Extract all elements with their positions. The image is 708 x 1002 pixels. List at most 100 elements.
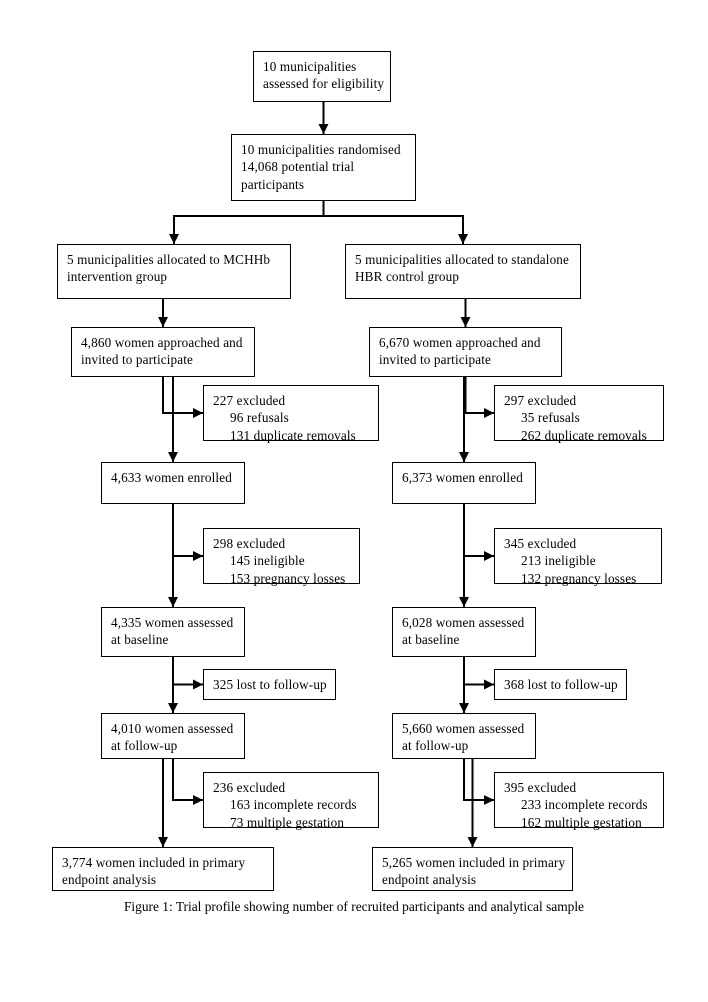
connector-polyline bbox=[463, 504, 494, 557]
flow-box-baseline-left: 4,335 women assessed at baseline bbox=[101, 607, 245, 657]
flow-box-line: at follow-up bbox=[402, 738, 469, 754]
flow-box-enrolled-right: 6,373 women enrolled bbox=[392, 462, 536, 504]
flow-box-alloc-intervention: 5 municipalities allocated to MCHHb inter… bbox=[57, 244, 291, 299]
flow-box-line: assessed for eligibility bbox=[263, 76, 385, 92]
flow-box-line: 6,670 women approached and bbox=[379, 335, 541, 350]
flow-box-line: 5,265 women included in primary bbox=[382, 855, 566, 870]
flow-box-line: endpoint analysis bbox=[382, 872, 477, 888]
arrowhead-right bbox=[484, 795, 494, 805]
arrowhead-down bbox=[460, 317, 471, 327]
arrowhead-right bbox=[484, 679, 494, 690]
connector-polyline bbox=[463, 657, 494, 686]
flow-box-approached-left: 4,860 women approached and invited to par… bbox=[71, 327, 255, 377]
arrowhead-down bbox=[158, 317, 168, 327]
flow-box-randomised: 10 municipalities randomised 14,068 poten… bbox=[231, 134, 416, 201]
flow-box-line: invited to participate bbox=[379, 352, 492, 368]
flow-box-line: 233 incomplete records bbox=[521, 797, 648, 813]
flow-box-line: at baseline bbox=[111, 632, 169, 648]
flow-box-alloc-control: 5 municipalities allocated to standalone… bbox=[345, 244, 581, 299]
flow-box-line: 4,010 women assessed bbox=[111, 721, 234, 736]
arrowhead-right bbox=[484, 551, 494, 561]
flow-box-lost-right: 368 lost to follow-up bbox=[494, 669, 627, 700]
flow-box-enrolled-left: 4,633 women enrolled bbox=[101, 462, 245, 504]
flow-box-lost-left: 325 lost to follow-up bbox=[203, 669, 336, 700]
flow-box-followup-left: 4,010 women assessed at follow-up bbox=[101, 713, 245, 759]
arrowhead-down bbox=[459, 452, 469, 462]
arrowhead-down bbox=[168, 703, 178, 713]
flow-box-line: participants bbox=[241, 176, 305, 192]
flow-box-line: 213 ineligible bbox=[521, 553, 596, 569]
flow-box-line: invited to participate bbox=[81, 352, 194, 368]
connector-polyline bbox=[464, 377, 494, 414]
flow-box-line: 325 lost to follow-up bbox=[213, 677, 327, 692]
arrowhead-right bbox=[193, 551, 203, 561]
flow-box-line: 236 excluded bbox=[213, 780, 286, 795]
flow-box-line: 6,028 women assessed bbox=[402, 615, 525, 630]
arrowhead-right bbox=[484, 408, 494, 418]
flow-box-approached-right: 6,670 women approached and invited to par… bbox=[369, 327, 562, 377]
flow-box-line: 3,774 women included in primary bbox=[62, 855, 246, 870]
flow-box-line: at baseline bbox=[402, 632, 460, 648]
flow-box-line: 163 incomplete records bbox=[230, 797, 357, 813]
flow-box-line: HBR control group bbox=[355, 269, 460, 285]
flow-box-line: 35 refusals bbox=[521, 410, 580, 426]
flow-box-line: 262 duplicate removals bbox=[521, 427, 647, 443]
arrowhead-down bbox=[467, 837, 478, 847]
flow-box-line: 162 multiple gestation bbox=[521, 814, 642, 830]
flow-box-line: 6,373 women enrolled bbox=[402, 470, 523, 485]
flow-box-baseline-right: 6,028 women assessed at baseline bbox=[392, 607, 536, 657]
flow-box-line: 131 duplicate removals bbox=[230, 427, 356, 443]
flow-box-primary-left: 3,774 women included in primary endpoint … bbox=[52, 847, 274, 891]
flow-box-line: intervention group bbox=[67, 269, 168, 285]
arrowhead-down bbox=[169, 234, 179, 244]
flow-box-line: 395 excluded bbox=[504, 780, 577, 795]
connector-polyline bbox=[463, 759, 494, 801]
arrowhead-down bbox=[459, 597, 469, 607]
flow-box-line: 132 pregnancy losses bbox=[521, 570, 637, 586]
flow-box-assessed: 10 municipalities assessed for eligibilit… bbox=[253, 51, 391, 102]
flow-box-line: 4,860 women approached and bbox=[81, 335, 243, 350]
flow-box-primary-right: 5,265 women included in primary endpoint … bbox=[372, 847, 573, 891]
flow-box-line: 5 municipalities allocated to MCHHb bbox=[67, 252, 271, 267]
arrowhead-down bbox=[158, 837, 168, 847]
flow-box-line: 368 lost to follow-up bbox=[504, 677, 618, 692]
connector-polyline bbox=[172, 657, 203, 686]
arrowhead-down bbox=[168, 452, 178, 462]
arrowhead-right bbox=[193, 408, 203, 418]
flow-box-line: 297 excluded bbox=[504, 393, 577, 408]
arrowhead-down bbox=[318, 124, 329, 134]
flow-box-line: 73 multiple gestation bbox=[230, 814, 345, 830]
flow-box-line: 227 excluded bbox=[213, 393, 286, 408]
arrowhead-right bbox=[193, 795, 203, 805]
flow-box-line: 5,660 women assessed bbox=[402, 721, 525, 736]
connector-polyline bbox=[172, 504, 203, 557]
connector-polyline bbox=[173, 201, 325, 244]
flow-box-line: 96 refusals bbox=[230, 410, 289, 426]
flow-box-line: 10 municipalities bbox=[263, 59, 357, 74]
flow-box-line: 5 municipalities allocated to standalone bbox=[355, 252, 570, 267]
flow-box-line: 298 excluded bbox=[213, 536, 286, 551]
connector-polyline bbox=[162, 377, 203, 414]
flow-box-line: 4,633 women enrolled bbox=[111, 470, 232, 485]
flow-box-line: endpoint analysis bbox=[62, 872, 157, 888]
flow-box-followup-right: 5,660 women assessed at follow-up bbox=[392, 713, 536, 759]
connector-polyline bbox=[172, 759, 203, 801]
flow-box-line: 10 municipalities randomised bbox=[241, 142, 401, 157]
arrowhead-down bbox=[458, 234, 468, 244]
flow-box-line: 14,068 potential trial bbox=[241, 159, 355, 175]
arrowhead-down bbox=[459, 703, 469, 713]
figure-caption: Figure 1: Trial profile showing number o… bbox=[123, 899, 584, 914]
flow-box-line: 4,335 women assessed bbox=[111, 615, 234, 630]
flow-box-line: 145 ineligible bbox=[230, 553, 305, 569]
connector-polyline bbox=[322, 201, 464, 244]
flow-box-line: 345 excluded bbox=[504, 536, 577, 551]
flow-box-line: at follow-up bbox=[111, 738, 178, 754]
flow-box-line: 153 pregnancy losses bbox=[230, 570, 346, 586]
